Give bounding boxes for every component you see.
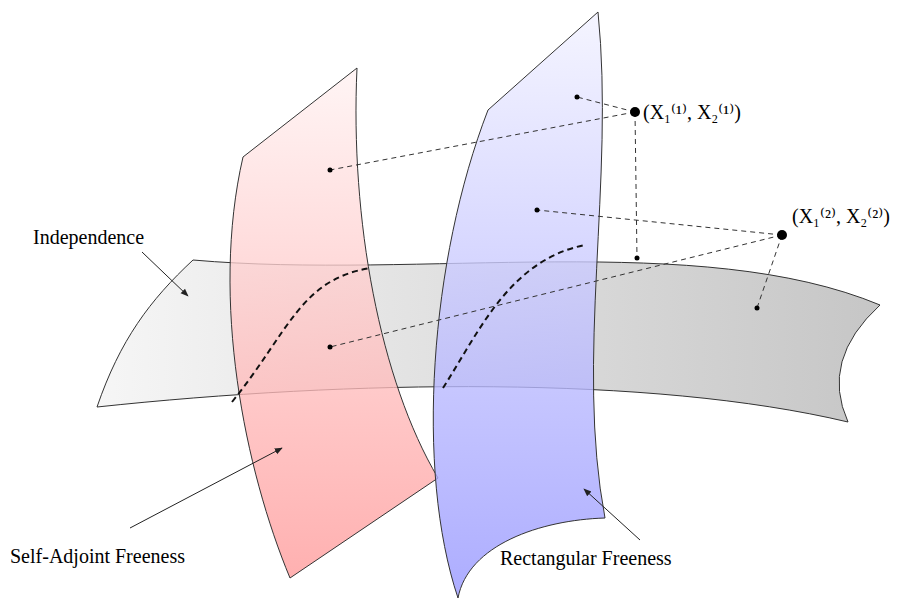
projection-dot xyxy=(328,168,333,173)
projection-line xyxy=(577,97,635,112)
projection-line xyxy=(330,112,635,170)
projection-dot xyxy=(755,306,760,311)
callout-arrow xyxy=(584,489,640,540)
projection-line xyxy=(635,112,637,258)
projection-dot xyxy=(535,208,540,213)
intersection-curve xyxy=(443,245,585,388)
projection-dot xyxy=(328,345,333,350)
callout-arrow xyxy=(142,252,188,296)
point-dot xyxy=(630,107,640,117)
projection-line xyxy=(757,235,782,308)
point-label: (X₁⁽²⁾, X₂⁽²⁾) xyxy=(792,204,890,228)
projection-line xyxy=(537,210,782,235)
callout-arrows xyxy=(130,252,640,540)
projection-line xyxy=(330,235,782,347)
projection-dot xyxy=(575,95,580,100)
projection-dots xyxy=(328,95,788,350)
self-adjoint-surface xyxy=(230,68,438,578)
point-dot xyxy=(777,230,787,240)
point-label: (X₁⁽¹⁾, X₂⁽¹⁾) xyxy=(643,100,741,124)
surface-label: Rectangular Freeness xyxy=(500,546,672,570)
rectangular-surface xyxy=(433,12,605,598)
surface-label: Self-Adjoint Freeness xyxy=(10,544,185,568)
projection-dot xyxy=(635,256,640,261)
intersection-curve xyxy=(232,268,370,402)
callout-arrow xyxy=(130,448,282,528)
surface-label: Independence xyxy=(33,225,144,249)
projection-lines xyxy=(330,97,782,347)
